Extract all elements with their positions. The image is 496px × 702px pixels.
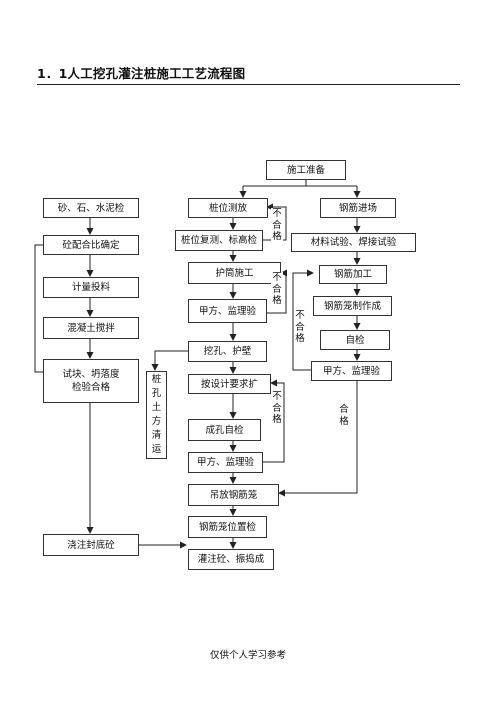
node-shikuai: 试块、坍落度 检验合格	[43, 359, 139, 403]
node-jiliang: 计量投料	[43, 277, 139, 298]
label-buhege-4: 不合格	[294, 310, 306, 345]
node-jiafang-3: 甲方、监理验	[311, 361, 392, 381]
node-gangjin-jiagong: 钢筋加工	[319, 265, 387, 284]
node-gangjinlong-weizhi: 钢筋笼位置检	[188, 516, 267, 538]
node-shigong-zhunbei: 施工准备	[266, 160, 346, 180]
node-jiafang-1: 甲方、监理验	[188, 299, 267, 323]
node-chengkong: 成孔自检	[188, 419, 261, 441]
node-jiafang-2: 甲方、监理验	[188, 452, 263, 473]
node-sha-shi-shuiniu: 砂、石、水泥检	[43, 198, 139, 218]
node-wakong: 挖孔、护壁	[188, 341, 267, 362]
node-peihebi: 砼配合比确定	[43, 235, 139, 255]
node-zhuwei-cefang: 桩位测放	[188, 198, 268, 218]
node-jiaoban: 混凝土搅拌	[43, 317, 139, 339]
node-guanzhu: 灌注砼、振捣成	[188, 549, 274, 570]
footer-note: 仅供个人学习参考	[209, 650, 286, 661]
label-buhege-2: 不合格	[271, 272, 283, 307]
node-hutong: 护筒施工	[188, 262, 281, 284]
node-tufang: 桩孔土方清运	[146, 371, 167, 459]
node-kuoda: 按设计要求扩	[188, 374, 271, 394]
label-hege: 合格	[338, 404, 350, 427]
title-rule	[37, 84, 460, 85]
page-title: 1．1人工挖孔灌注桩施工工艺流程图	[37, 66, 246, 81]
node-zhuwei-fuce: 桩位复测、标高检	[175, 230, 263, 251]
node-tufang-label: 桩孔土方清运	[151, 374, 162, 455]
label-buhege-3: 不合格	[271, 391, 283, 426]
label-buhege-1: 不合格	[271, 208, 283, 243]
node-gangjin-jinchang: 钢筋进场	[320, 198, 396, 218]
node-cailiao-shiyan: 材料试验、焊接试验	[291, 233, 416, 252]
node-zijian: 自检	[320, 330, 390, 350]
node-gangjinlong-zhizuo: 钢筋笼制作成	[313, 296, 392, 316]
node-jiaozhu-fengdi: 浇注封底砼	[43, 534, 139, 556]
node-diaofang: 吊放钢筋笼	[188, 484, 279, 506]
